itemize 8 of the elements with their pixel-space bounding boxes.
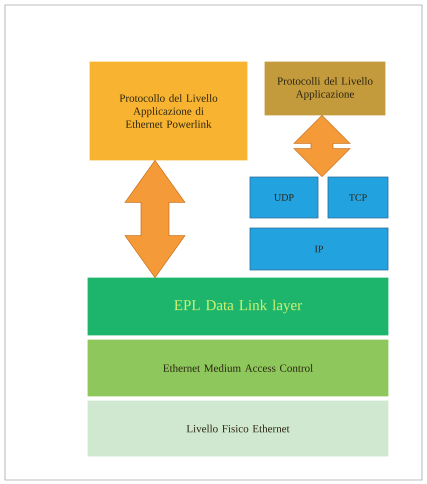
layer-band: Livello Fisico Ethernet: [88, 400, 388, 456]
layer-box: TCP: [328, 176, 388, 218]
layer-box: UDP: [250, 176, 318, 218]
protocol-box: Protocolli del Livello Applicazione: [264, 62, 386, 116]
layer-band: EPL Data Link layer: [88, 278, 388, 336]
layer-band: Ethernet Medium Access Control: [88, 340, 388, 396]
layer-box: IP: [250, 228, 388, 270]
protocol-box: Protocollo del Livello Applicazione di Ethernet Powerlink: [90, 62, 248, 160]
